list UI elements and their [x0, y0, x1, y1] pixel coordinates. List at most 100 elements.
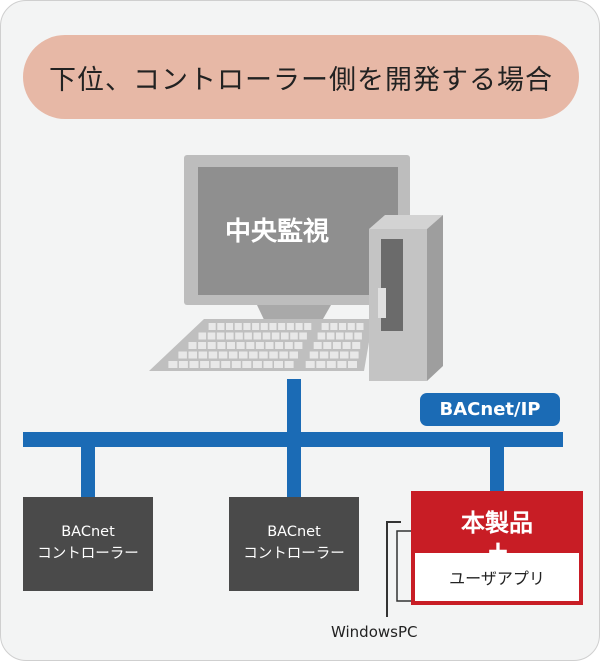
controller-2-label: BACnet コントローラー — [229, 521, 359, 565]
keyboard-key — [188, 351, 197, 359]
keyboard-key — [198, 342, 207, 349]
keyboard-key — [329, 351, 339, 359]
keyboard-key — [269, 323, 277, 330]
keyboard-key — [236, 342, 245, 349]
controller-1-label: BACnet コントローラー — [23, 521, 153, 565]
keyboard-key — [294, 342, 303, 349]
keyboard-key — [198, 351, 208, 359]
controller-2-line2: コントローラー — [243, 546, 345, 562]
controller-1-line2: コントローラー — [37, 546, 139, 562]
keyboard-key — [217, 323, 225, 330]
controller-1-line1: BACnet — [61, 524, 115, 540]
keyboard-key — [228, 351, 238, 359]
keyboard-key — [253, 332, 262, 340]
keyboard-key — [326, 332, 335, 340]
keyboard-key — [208, 323, 216, 330]
keyboard-key — [289, 351, 298, 359]
keyboard-key — [290, 332, 298, 340]
keyboard-key — [326, 361, 336, 368]
keyboard-key — [265, 342, 274, 349]
bus-drop-controller-1 — [81, 441, 95, 501]
keyboard-key — [317, 332, 326, 340]
keyboard-key — [208, 351, 218, 359]
diagram-title: 下位、コントローラー側を開発する場合 — [49, 64, 553, 96]
keyboard-key — [350, 351, 359, 359]
keyboard-key — [313, 342, 322, 349]
keyboard-key — [269, 351, 278, 359]
keyboard-key — [281, 332, 289, 340]
keyboard-key — [243, 323, 251, 330]
keyboard-key — [304, 323, 312, 330]
product-name-box: 本製品 — [411, 491, 583, 549]
bus-drop-central — [287, 379, 301, 439]
keyboard-key — [284, 361, 294, 368]
bus-drop-controller-2 — [287, 441, 301, 501]
keyboard-key — [252, 361, 262, 368]
keyboard-key — [200, 361, 210, 368]
keyboard-key — [323, 342, 332, 349]
keyboard-key — [347, 323, 355, 330]
keyboard-key — [168, 361, 178, 368]
keyboard-key — [345, 332, 353, 340]
keyboard-key — [255, 342, 264, 349]
keyboard-key — [316, 361, 326, 368]
controller-2-line1: BACnet — [267, 524, 321, 540]
keyboard-key — [207, 332, 216, 340]
keyboard-key — [278, 323, 286, 330]
keyboard-key — [271, 332, 280, 340]
keyboard-key — [217, 342, 226, 349]
keyboard-key — [356, 323, 364, 330]
keyboard-key — [295, 323, 303, 330]
keyboard-key — [321, 323, 329, 330]
keyboard-key — [259, 351, 268, 359]
keyboard-key — [249, 351, 258, 359]
keyboard-key — [319, 351, 329, 359]
keyboard-key — [239, 351, 248, 359]
keyboard-key — [226, 332, 234, 340]
bacnet-ip-tag: BACnet/IP — [420, 393, 560, 426]
title-banner: 下位、コントローラー側を開発する場合 — [23, 35, 579, 119]
keyboard-key — [330, 323, 338, 330]
central-monitor-label: 中央監視 — [224, 217, 329, 247]
keyboard-key — [188, 342, 197, 349]
keyboard-key — [207, 342, 216, 349]
keyboard-icon — [149, 319, 373, 371]
network-bus — [23, 432, 563, 447]
keyboard-key — [218, 351, 228, 359]
keyboard-key — [337, 361, 347, 368]
keyboard-key — [231, 361, 241, 368]
keyboard-key — [305, 361, 315, 368]
windowspc-bracket — [386, 521, 401, 617]
keyboard-key — [309, 351, 319, 359]
keyboard-key — [244, 332, 252, 340]
keyboard-key — [234, 323, 242, 330]
keyboard-key — [246, 342, 255, 349]
keyboard-key — [340, 351, 349, 359]
keyboard-key — [227, 342, 235, 349]
controller-box-1 — [23, 497, 153, 591]
keyboard-key — [354, 332, 362, 340]
keyboard-key — [242, 361, 252, 368]
keyboard-key — [226, 323, 234, 330]
keyboard-key — [352, 342, 361, 349]
keyboard-key — [336, 332, 344, 340]
keyboard-key — [286, 323, 294, 330]
keyboard-key — [262, 332, 271, 340]
keyboard-key — [299, 332, 307, 340]
keyboard-key — [235, 332, 243, 340]
tower-icon — [369, 215, 443, 381]
keyboard-key — [252, 323, 260, 330]
keyboard-key — [332, 342, 341, 349]
keyboard-key — [189, 361, 199, 368]
keyboard-key — [178, 361, 188, 368]
windows-pc-label: WindowsPC — [331, 623, 418, 641]
monitor-icon — [184, 155, 410, 326]
keyboard-key — [178, 351, 187, 359]
keyboard-key — [263, 361, 273, 368]
user-app-box: ユーザアプリ — [411, 549, 583, 605]
keyboard-key — [221, 361, 231, 368]
keyboard-key — [342, 342, 351, 349]
keyboard-key — [260, 323, 268, 330]
product-name: 本製品 — [461, 508, 533, 537]
